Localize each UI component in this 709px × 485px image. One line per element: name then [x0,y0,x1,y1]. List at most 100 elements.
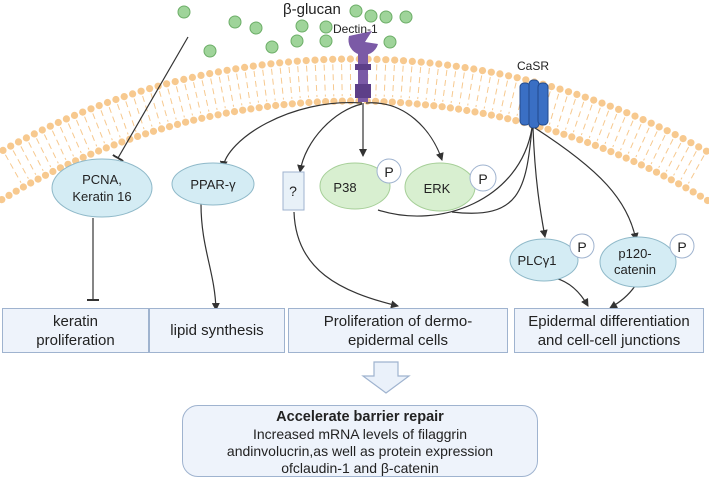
lipid-tail [643,131,658,161]
lipid-head [496,113,504,121]
lipid-head [430,102,438,110]
lipid-tail [20,146,37,175]
lipid-head [171,78,179,86]
lipid-tail [175,86,185,118]
lipid-head [438,103,446,111]
lipid-head [79,108,87,116]
lipid-head [622,154,630,162]
plc-label: PLCγ1 [517,253,556,268]
lipid-head [241,63,249,71]
lipid-head [5,191,13,199]
plc-gamma1-node: PLCγ1 P [509,233,595,282]
p120-catenin-node: p120- catenin P [599,233,695,288]
ppar-label: PPAR-γ [190,177,236,192]
lipid-head [258,61,266,69]
lipid-tail [383,64,387,97]
lipid-head [7,142,15,150]
lipid-head [297,99,305,107]
proliferation-box: Proliferation of dermo-epidermal cells [288,308,508,353]
lipid-head [38,126,46,134]
lipid-head [129,90,137,98]
lipid-head [408,57,416,65]
proliferation-label: Proliferation of dermo-epidermal cells [323,312,473,349]
lipid-head [652,168,661,176]
erk-node: ERK P [404,162,497,212]
lipid-tail [612,117,626,148]
lipid-head [405,99,413,107]
lipid-head [687,139,695,147]
lipid-tail [184,84,193,116]
lipid-head [590,96,598,104]
lipid-tail [540,91,551,123]
lipid-head [293,57,301,65]
lipid-tail [433,68,439,101]
lipid-head [232,65,240,73]
lipid-head [607,148,615,156]
lipid-head [255,104,263,112]
casr-label: CaSR [517,59,549,73]
p38-node: P38 P [319,158,402,210]
arrow-to-ppar [219,102,363,169]
lipid-head [118,138,126,146]
lipid-head [223,66,231,74]
epidermal-differentiation-label: Epidermal differentiation and cell-cell … [528,312,690,349]
lipid-head [568,133,576,141]
dectin-1-receptor [348,31,378,102]
lipid-tail [84,116,98,147]
lipid-head [631,112,639,120]
lipid-head [496,70,504,78]
lipid-tail [650,134,666,165]
beta-glucan-particle [364,9,378,23]
lipid-head [682,184,690,192]
lipid-tail [167,88,177,120]
lipid-synthesis-box: lipid synthesis [149,308,285,353]
lipid-tail [125,101,137,132]
lipid-tail [450,71,457,103]
epidermal-differentiation-box: Epidermal differentiation and cell-cell … [514,308,704,353]
lipid-head [689,188,697,196]
keratin-proliferation-label: keratin proliferation [36,312,115,349]
lipid-head [182,118,190,126]
lipid-head [471,108,479,116]
lipid-head [703,196,709,205]
lipid-head [190,116,198,124]
beta-glucan-particle [249,21,263,35]
lipid-head [671,131,679,139]
casr-to-p38 [377,127,533,217]
lipid-head [655,123,663,131]
lipid-head [149,127,158,135]
lipid-head [267,60,275,68]
lipid-head [263,102,272,111]
lipid-head [504,115,512,123]
lipid-head [197,71,205,79]
lipid-head [556,85,564,93]
lipid-head [30,130,38,138]
lipid-head [22,134,30,142]
lipid-head [463,106,471,115]
lipid-tail [425,67,430,100]
lipid-tail [288,66,293,99]
lipid-head [663,127,671,135]
lipid-tail [28,142,44,172]
lipid-head [446,104,454,112]
arrow-to-lipid [200,203,220,311]
lipid-tail [297,66,301,99]
lipid-head [547,83,556,91]
lipid-head [505,72,513,80]
lipid-head [702,147,709,155]
lipid-head [320,56,328,64]
lipid-head [573,90,581,98]
lipid-tail [236,73,243,106]
arrow-to-p120 [534,127,639,241]
lipid-tail [201,80,210,112]
dectin-1-label: Dectin-1 [333,22,378,36]
lipid-head [0,196,6,204]
lipid-head [230,108,239,116]
lipid-tail [133,98,145,130]
lipid-head [426,59,434,67]
lipid-head [146,85,154,93]
lipid-head [391,56,399,64]
down-arrow-icon [361,361,411,394]
lipid-head [134,132,142,140]
connectors [87,36,639,311]
